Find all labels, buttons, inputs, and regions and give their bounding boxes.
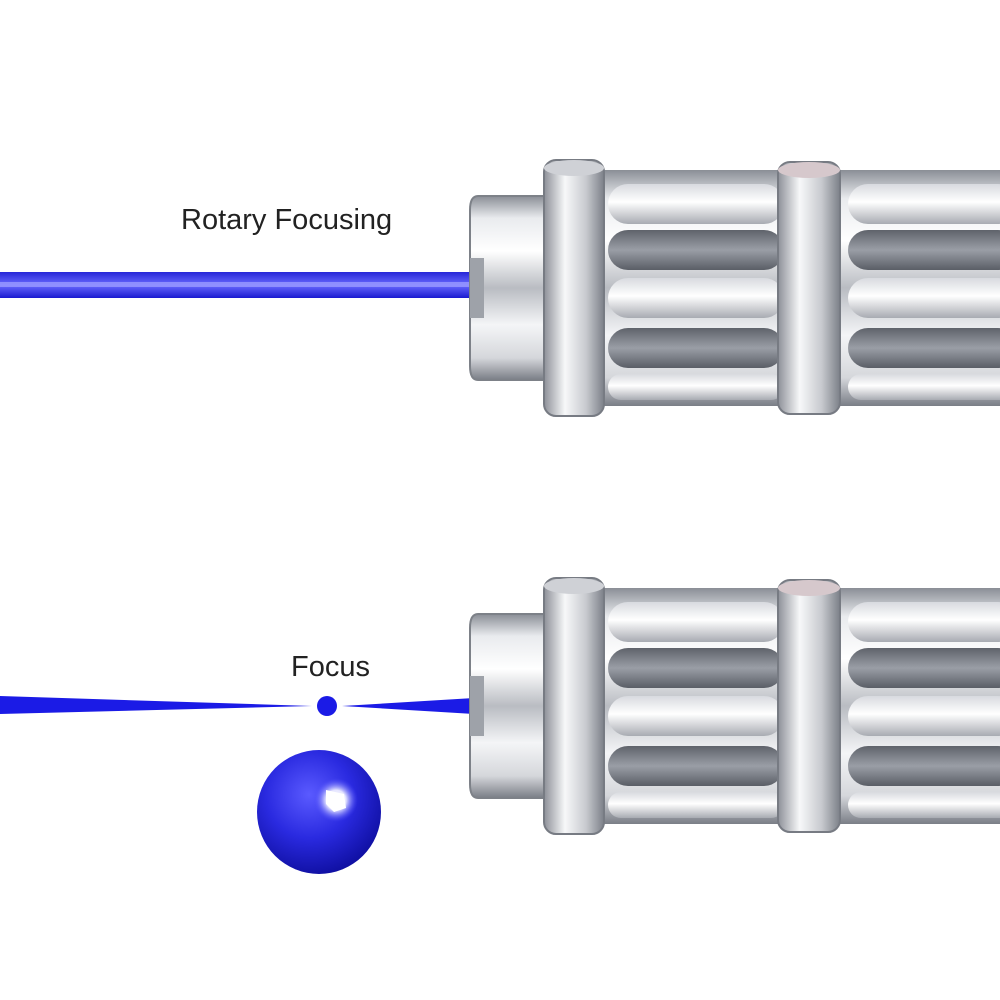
top-beam <box>0 272 474 298</box>
focus-label: Focus <box>291 651 370 683</box>
focus-spot-closeup <box>257 750 381 874</box>
rotary-focusing-label: Rotary Focusing <box>181 204 393 236</box>
top-laser-head <box>469 159 1000 417</box>
bottom-laser-head <box>469 577 1000 835</box>
focus-dot <box>317 696 337 716</box>
bottom-beam <box>0 696 474 714</box>
